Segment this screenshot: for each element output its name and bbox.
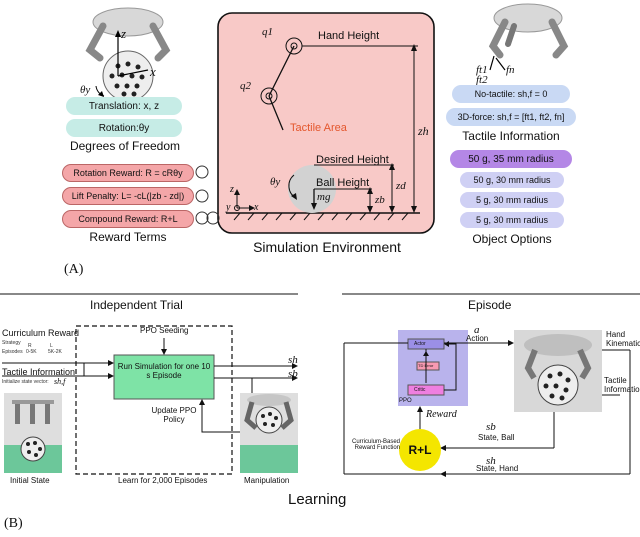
zb-label: zb — [375, 194, 385, 206]
hand-kinematics-label: Hand Kinematics — [606, 330, 640, 348]
objects-caption: Object Options — [472, 232, 552, 246]
shf-label: sh,f — [54, 377, 66, 386]
manipulation-caption: Manipulation — [244, 476, 290, 485]
curriculum-fn-label: Curriculum-Based Reward Function — [351, 439, 400, 451]
sim-axis-z: z — [230, 184, 234, 195]
strategy-l: L — [50, 343, 53, 349]
ppo-seeding-label: PPO Seeding — [140, 326, 189, 335]
ball-height-label: Ball Height — [316, 177, 370, 189]
learning-title: Learning — [288, 491, 347, 508]
mg-label: mg — [317, 191, 331, 203]
learn-2000-caption: Learn for 2,000 Episodes — [118, 476, 208, 485]
dof-caption: Degrees of Freedom — [69, 139, 181, 153]
tactile-info2-label: Tactile Information — [604, 376, 640, 394]
translation-pill: Translation: x, z — [66, 97, 182, 115]
lift-penalty-pill: Lift Penalty: L= -cL(|zb - zd|) — [62, 187, 194, 205]
ep-r: 0-5K — [26, 349, 37, 355]
object-option-4: 5 g, 30 mm radius — [460, 212, 564, 228]
ft1-label: ft1 — [476, 64, 488, 76]
action-a-label: a — [474, 324, 480, 336]
state-ball-label: State, Ball — [478, 433, 515, 442]
strategy-label: Strategy — [2, 340, 21, 346]
object-option-1: 50 g, 35 mm radius — [450, 150, 572, 168]
reward-label: Reward — [426, 409, 457, 420]
object-option-2: 50 g, 30 mm radius — [460, 172, 564, 188]
ep-l: 5K-2K — [48, 349, 62, 355]
ppo-label: PPO — [399, 398, 412, 404]
rotation-pill: Rotation:θy — [66, 119, 182, 137]
no-tactile-pill: No-tactile: sh,f = 0 — [452, 85, 570, 103]
sb-label-right: sb — [486, 421, 496, 433]
q2-label: q2 — [240, 80, 251, 92]
update-ppo-label: Update PPO Policy — [151, 406, 197, 424]
tactile-info-label: Tactile Information — [2, 367, 76, 377]
force3d-pill: 3D-force: sh,f = [ft1, ft2, fn] — [446, 108, 576, 126]
rotation-reward-pill: Rotation Reward: R = cRθy — [62, 164, 194, 182]
sh-label-left: sh — [288, 354, 298, 366]
compound-reward-pill: Compound Reward: R+L — [62, 210, 194, 228]
td-error-box: TD Error — [418, 363, 434, 368]
actor-box: Actor — [414, 341, 426, 347]
initial-state-caption: Initial State — [10, 476, 50, 485]
reward-caption: Reward Terms — [89, 230, 167, 244]
sb-label-left: sb — [288, 368, 298, 380]
independent-trial-title: Independent Trial — [90, 298, 183, 312]
zh-label: zh — [418, 124, 429, 138]
sim-axis-x: x — [254, 202, 259, 213]
panel-b-label: (B) — [4, 516, 23, 531]
object-option-3: 5 g, 30 mm radius — [460, 192, 564, 208]
desired-height-label: Desired Height — [316, 154, 389, 166]
run-simulation-box: Run Simulation for one 10 s Episode — [117, 362, 211, 380]
episode-title: Episode — [468, 298, 512, 312]
panel-a-label: (A) — [64, 262, 84, 277]
sim-caption: Simulation Environment — [253, 239, 401, 255]
state-hand-label: State, Hand — [476, 464, 519, 473]
hand-axis-x: x — [150, 64, 156, 79]
hand-axis-theta: θy — [80, 84, 91, 96]
sh-label-right: sh — [486, 455, 496, 467]
theta-label: θy — [270, 176, 281, 188]
tactile-caption: Tactile Information — [462, 129, 560, 143]
tactile-area-label: Tactile Area — [290, 122, 347, 134]
zd-label: zd — [396, 180, 406, 192]
episodes-label: Episodes — [2, 349, 23, 355]
hand-height-label: Hand Height — [318, 30, 380, 42]
action-label: Action — [466, 334, 489, 343]
init-state-label: Initialize state vector: — [2, 379, 49, 385]
rl-node: R+L — [408, 443, 432, 457]
q1-label: q1 — [262, 26, 273, 38]
ft2-label: ft2 — [476, 74, 488, 86]
sim-axis-y: y — [226, 202, 231, 213]
critic-box: Critic — [414, 387, 426, 393]
hand-axis-z: z — [121, 26, 127, 41]
strategy-r: R — [28, 343, 32, 349]
fn-label: fn — [506, 64, 515, 76]
curriculum-reward-label: Curriculum Reward — [2, 328, 80, 338]
